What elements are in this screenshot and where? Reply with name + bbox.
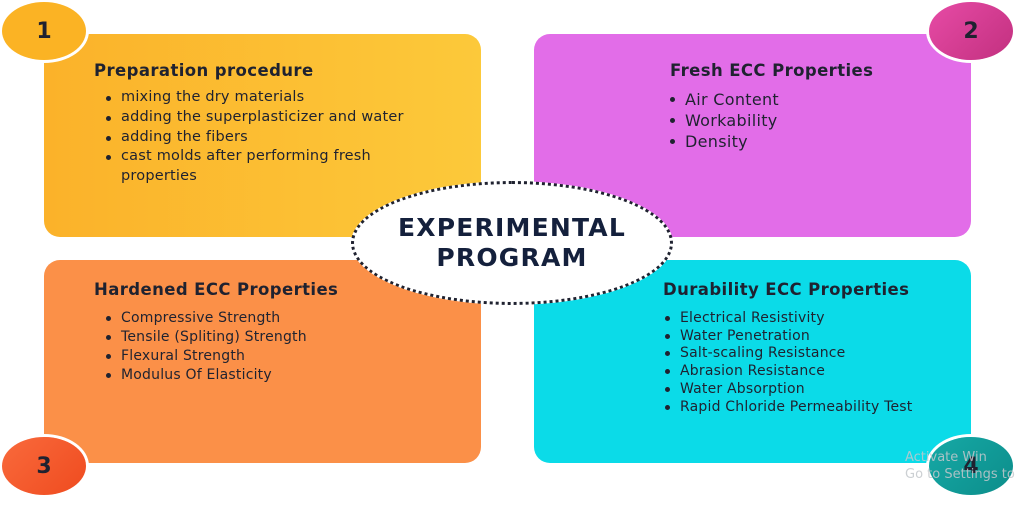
card-preparation-procedure: Preparation procedure mixing the dry mat…	[44, 34, 481, 237]
card-title: Fresh ECC Properties	[670, 61, 874, 80]
card-title: Durability ECC Properties	[663, 280, 910, 299]
list-item: Abrasion Resistance	[663, 363, 953, 381]
activation-watermark: Activate Win Go to Settings to	[905, 449, 1015, 483]
number-badge-4: 4	[929, 437, 1013, 495]
list-item: Density	[668, 131, 888, 152]
card-list: Air Content Workability Density	[668, 89, 888, 152]
card-hardened-ecc-properties: Hardened ECC Properties Compressive Stre…	[44, 260, 481, 463]
list-item: cast molds after performing fresh proper…	[104, 147, 404, 187]
card-fresh-ecc-properties: Fresh ECC Properties Air Content Workabi…	[534, 34, 971, 237]
list-item: Air Content	[668, 89, 888, 110]
list-item: adding the fibers	[104, 128, 404, 148]
list-item: Water Absorption	[663, 381, 953, 399]
list-item: Rapid Chloride Permeability Test	[663, 399, 953, 417]
list-item: Flexural Strength	[104, 347, 434, 366]
card-title: Preparation procedure	[94, 61, 314, 80]
number-badge-1: 1	[2, 2, 86, 60]
list-item: Tensile (Spliting) Strength	[104, 328, 434, 347]
list-item: Workability	[668, 110, 888, 131]
list-item: mixing the dry materials	[104, 88, 404, 108]
list-item: Electrical Resistivity	[663, 310, 953, 328]
card-list: Compressive Strength Tensile (Spliting) …	[104, 309, 434, 385]
card-title: Hardened ECC Properties	[94, 280, 339, 299]
card-durability-ecc-properties: Durability ECC Properties Electrical Res…	[534, 260, 971, 463]
watermark-line-2: Go to Settings to	[905, 467, 1015, 482]
center-title-ellipse: EXPERIMENTAL PROGRAM	[351, 181, 673, 305]
card-list: Electrical Resistivity Water Penetration…	[663, 310, 953, 416]
list-item: Water Penetration	[663, 328, 953, 346]
card-list: mixing the dry materials adding the supe…	[104, 88, 404, 187]
center-title-line-1: EXPERIMENTAL	[398, 213, 626, 242]
watermark-line-1: Activate Win	[905, 450, 987, 465]
list-item: Salt-scaling Resistance	[663, 345, 953, 363]
list-item: Modulus Of Elasticity	[104, 366, 434, 385]
number-badge-3: 3	[2, 437, 86, 495]
number-badge-2: 2	[929, 2, 1013, 60]
list-item: Compressive Strength	[104, 309, 434, 328]
center-title-line-2: PROGRAM	[436, 243, 588, 272]
list-item: adding the superplasticizer and water	[104, 108, 404, 128]
